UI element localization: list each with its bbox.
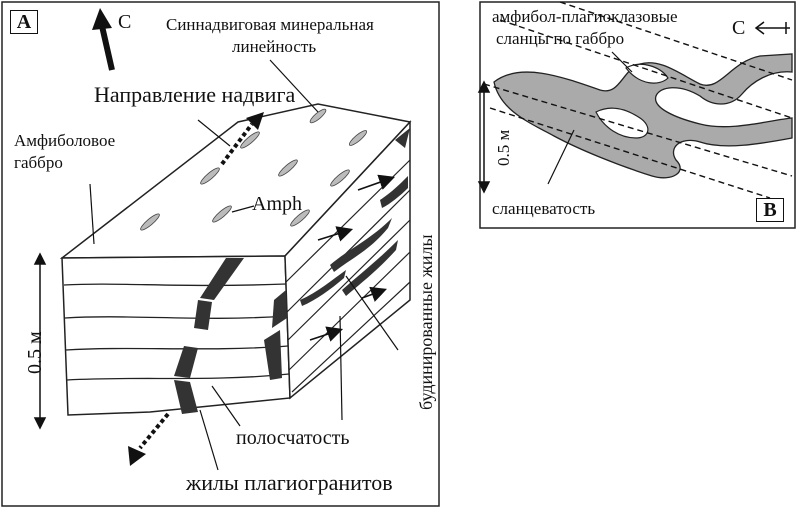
scale-label-a: 0.5 м (24, 331, 46, 374)
lineation-label: Синнадвиговая минеральная (166, 15, 374, 34)
scale-bar-a (33, 252, 47, 430)
foliation-lines (483, 1, 793, 199)
leader-lines-b (547, 51, 633, 185)
gabbro-label-2: габбро (14, 153, 63, 172)
shear-arrows (309, 174, 396, 342)
front-banding (63, 283, 290, 381)
thrust-arrow-top (220, 112, 264, 166)
scale-bar-b (477, 80, 491, 194)
lineation-label-2: линейность (232, 37, 317, 56)
boudinaged-veins-label: будинированные жилы (416, 234, 436, 410)
leader-lines-a (89, 59, 399, 471)
north-arrow-b (754, 21, 790, 35)
panel-a-tag: A (10, 10, 38, 34)
panel-a-frame (1, 1, 440, 507)
block-diagram (33, 103, 412, 466)
amph-label: Amph (252, 193, 302, 215)
north-arrow-a (92, 8, 115, 71)
scale-label-b: 0.5 м (494, 129, 513, 166)
north-label-a: С (118, 11, 132, 33)
veins-label: жилы плагиогранитов (186, 470, 393, 495)
thrust-direction-label: Направление надвига (94, 82, 296, 107)
schist-band (493, 53, 793, 179)
front-face (61, 255, 291, 416)
thrust-arrow-bottom (128, 412, 170, 466)
plagiogranite-veins (174, 258, 287, 414)
foliation-label: сланцеватость (492, 199, 596, 218)
gabbro-label: Амфиболовое (14, 131, 116, 150)
banding-label: полосчатость (236, 427, 350, 449)
panel-b-frame (479, 1, 796, 229)
north-label-b: С (732, 17, 746, 39)
lineation-lenses (140, 108, 368, 231)
panel-b-tag: B (756, 198, 784, 222)
boudinaged-veins (300, 128, 410, 306)
schists-label: амфибол-плагиоклазовые (492, 7, 678, 26)
schists-label-2: сланцы по габбро (496, 29, 625, 48)
